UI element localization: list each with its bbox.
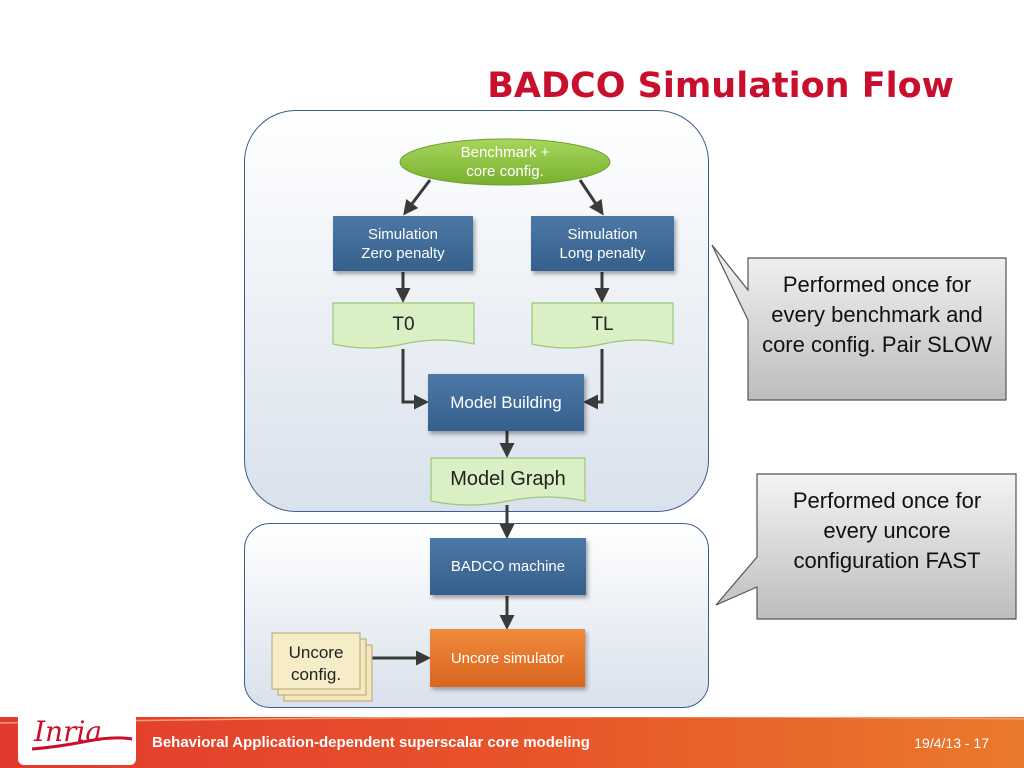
slow-callout-text: Performed once for every benchmark and c… — [762, 272, 992, 357]
inria-logo-text: Inria — [34, 715, 103, 748]
input-benchmark-label: Benchmark + core config. — [460, 144, 550, 180]
fast-callout-bubble — [715, 473, 1017, 620]
input-ellipse — [399, 138, 611, 186]
simulation-zero-penalty-box: Simulation Zero penalty — [333, 216, 473, 271]
uncore-simulator-box: Uncore simulator — [430, 629, 585, 687]
model-graph-document: Model Graph — [430, 457, 586, 509]
arrow-tl-to-model — [583, 349, 604, 410]
slow-callout-bubble — [711, 244, 1007, 401]
slide-title: BADCO Simulation Flow — [487, 66, 954, 106]
simulation-long-penalty-box: Simulation Long penalty — [531, 216, 674, 271]
model-building-label: Model Building — [450, 393, 562, 412]
fast-callout-text: Performed once for every uncore configur… — [792, 488, 982, 573]
arrow-input-to-long — [578, 179, 604, 216]
t0-document: T0 — [332, 302, 475, 352]
badco-machine-label: BADCO machine — [450, 558, 566, 575]
model-building-box: Model Building — [428, 374, 584, 431]
uncore-config-label: Uncore config. — [288, 643, 344, 684]
simulation-zero-penalty-label: Simulation Zero penalty — [361, 225, 445, 262]
inria-logo-mark — [31, 736, 133, 751]
arrow-t0-to-model — [401, 349, 429, 410]
footer-title: Behavioral Application-dependent supersc… — [152, 734, 590, 751]
uncore-simulator-label: Uncore simulator — [450, 649, 565, 667]
footer-date-page: 19/4/13 - 17 — [914, 735, 989, 751]
footer-bar — [0, 717, 1024, 768]
uncore-config-document-stack: Uncore config. — [270, 631, 376, 705]
inria-logo: Inria — [18, 703, 136, 765]
model-graph-label: Model Graph — [450, 468, 566, 490]
arrow-input-to-zero — [403, 179, 432, 216]
badco-machine-box: BADCO machine — [430, 538, 586, 595]
t0-label: T0 — [392, 314, 415, 335]
simulation-long-penalty-label: Simulation Long penalty — [559, 225, 646, 262]
tl-label: TL — [591, 314, 614, 335]
tl-document: TL — [531, 302, 674, 352]
